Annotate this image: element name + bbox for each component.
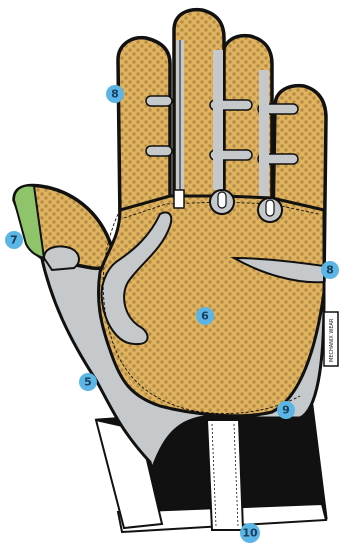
callout-label: 6 bbox=[201, 310, 209, 323]
callout-label: 7 bbox=[10, 234, 18, 247]
callout-6: 6 bbox=[196, 307, 214, 325]
callout-label: 5 bbox=[84, 376, 92, 389]
callout-10: 10 bbox=[240, 523, 260, 543]
brand-tab: MECHANIX WEAR bbox=[324, 312, 338, 366]
callout-8-right: 8 bbox=[321, 261, 339, 279]
callout-label: 8 bbox=[111, 88, 119, 101]
callout-9: 9 bbox=[277, 401, 295, 419]
brand-tab-text: MECHANIX WEAR bbox=[329, 318, 335, 362]
callout-7: 7 bbox=[5, 231, 23, 249]
callout-label: 10 bbox=[242, 527, 258, 540]
callout-8-top: 8 bbox=[106, 85, 124, 103]
thumb-gray-pad bbox=[44, 246, 79, 270]
callout-label: 9 bbox=[282, 404, 290, 417]
callout-label: 8 bbox=[326, 264, 334, 277]
palm bbox=[98, 196, 324, 416]
callout-5: 5 bbox=[79, 373, 97, 391]
flex-slot bbox=[146, 146, 172, 156]
glove-body bbox=[14, 10, 326, 470]
flex-slot bbox=[146, 96, 172, 106]
finger-index bbox=[118, 38, 170, 220]
